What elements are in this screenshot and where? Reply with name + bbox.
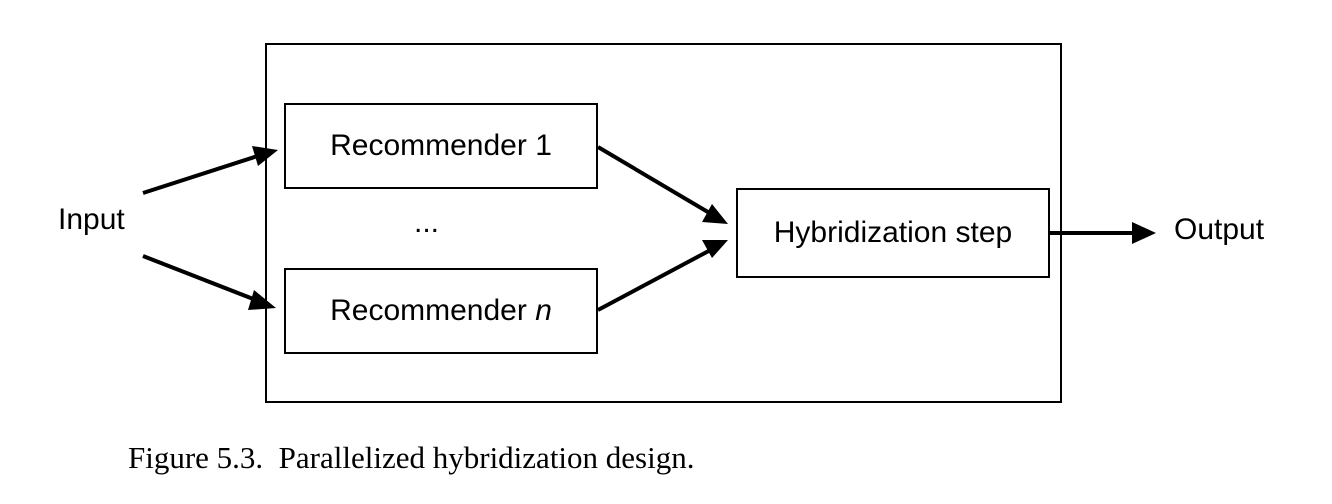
recommender-n-label: Recommender n	[330, 294, 552, 328]
output-label: Output	[1174, 213, 1265, 246]
arrowhead-recommender-1-to-hybridization	[702, 204, 728, 224]
diagram: Input Recommender 1 ... Recommender n Hy…	[58, 43, 1265, 403]
recommender-n-prefix: Recommender	[330, 294, 536, 327]
arrowhead-input-to-recommender-1	[252, 146, 278, 166]
arrow-input-to-recommender-n	[142, 254, 267, 306]
figure-caption: Figure 5.3. Parallelized hybridization d…	[128, 440, 695, 475]
arrowhead-hybridization-to-output	[1132, 222, 1156, 244]
ellipsis: ...	[414, 206, 440, 239]
arrowhead-recommender-n-to-hybridization	[702, 240, 728, 258]
hybridization-step-label: Hybridization step	[773, 216, 1013, 249]
hybridization-step-box: Hybridization step	[736, 188, 1050, 278]
recommender-n-variable: n	[535, 294, 552, 327]
arrow-recommender-1-to-hybridization	[596, 145, 720, 220]
recommender-n-box: Recommender n	[284, 268, 598, 354]
recommender-1-box: Recommender 1	[284, 103, 598, 189]
arrow-input-to-recommender-1	[142, 150, 271, 195]
arrow-layer	[142, 145, 1156, 312]
arrowhead-input-to-recommender-n	[248, 290, 276, 310]
input-label: Input	[58, 203, 125, 236]
hybrid-system-frame	[265, 43, 1062, 403]
arrow-recommender-n-to-hybridization	[597, 244, 719, 312]
recommender-1-label: Recommender 1	[330, 129, 552, 162]
